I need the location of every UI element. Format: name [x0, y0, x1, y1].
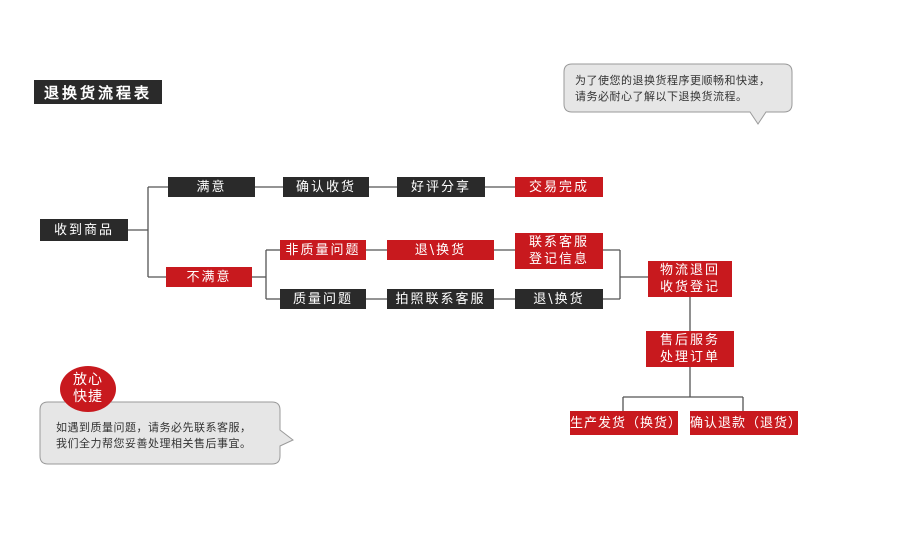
- node-refund: 确认退款（退货）: [690, 411, 801, 435]
- bottom-note-line-1: 如遇到质量问题，请务必先联系客服，: [56, 421, 252, 434]
- node-return-exchange-1: 退\换货: [387, 240, 494, 260]
- assurance-badge: 放心 快捷: [60, 366, 116, 412]
- bottom-note-line-2: 我们全力帮您妥善处理相关售后事宜。: [56, 437, 252, 450]
- node-unsatisfied: 不满意: [166, 267, 252, 287]
- node-confirm-receipt: 确认收货: [283, 177, 369, 197]
- connector-lines: [128, 186, 744, 411]
- node-satisfied: 满意: [168, 177, 255, 197]
- bottom-speech-bubble: [39, 401, 294, 465]
- badge-line-2: 快捷: [73, 389, 103, 405]
- top-note-line-2: 请务必耐心了解以下退换货流程。: [575, 90, 748, 103]
- node-return-exchange-2: 退\换货: [515, 289, 603, 309]
- node-reship: 生产发货（换货）: [570, 411, 681, 435]
- badge-line-1: 放心: [73, 372, 103, 388]
- top-speech-bubble: [563, 63, 793, 125]
- node-non-quality: 非质量问题: [280, 240, 366, 260]
- node-logistics: 物流退回 收货登记: [648, 261, 732, 297]
- node-deal-done: 交易完成: [515, 177, 603, 197]
- top-note-line-1: 为了使您的退换货程序更顺畅和快速，: [575, 74, 771, 87]
- node-good-review: 好评分享: [397, 177, 485, 197]
- node-after-sales: 售后服务 处理订单: [646, 331, 734, 367]
- node-contact-register: 联系客服 登记信息: [515, 233, 603, 269]
- node-quality: 质量问题: [280, 289, 366, 309]
- page-title: 退换货流程表: [34, 80, 162, 104]
- node-receive: 收到商品: [40, 219, 128, 241]
- node-photo-contact: 拍照联系客服: [387, 289, 494, 309]
